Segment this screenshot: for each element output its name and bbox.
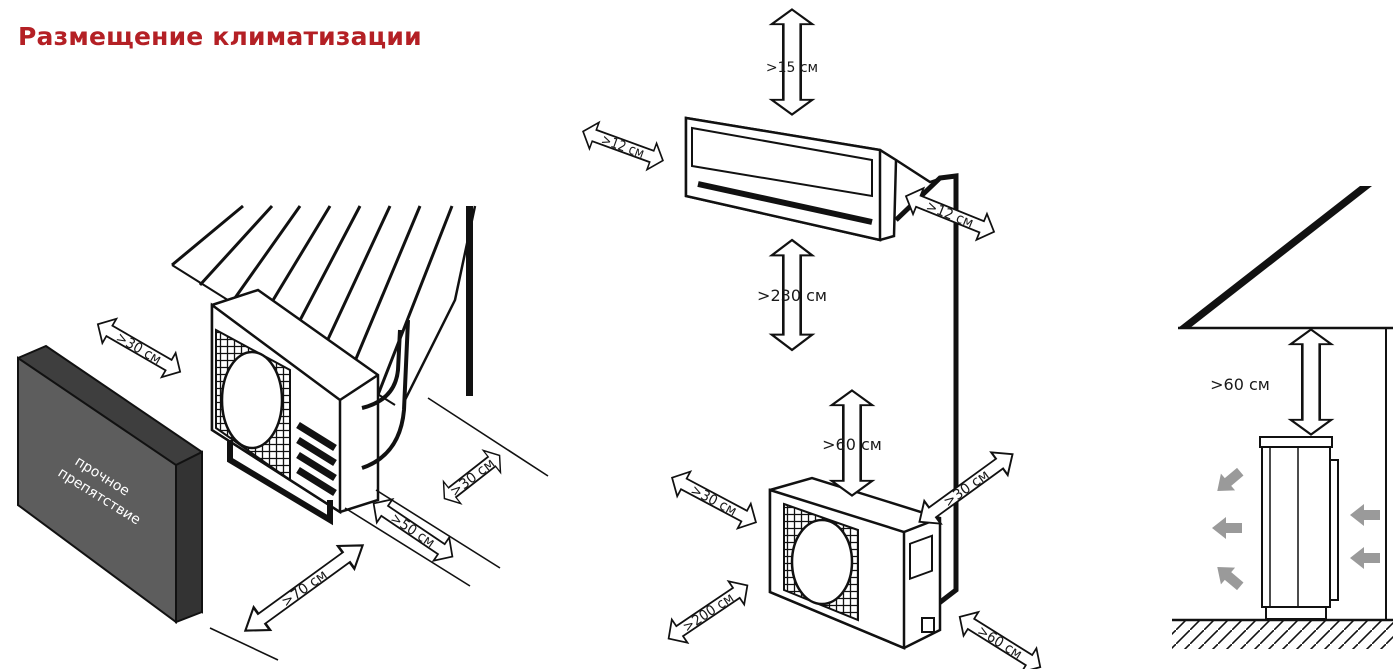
obstacle-icon: прочное препятствие: [17, 344, 203, 624]
outdoor-unit-side-icon: [1259, 436, 1339, 620]
airflow-arrows: [1212, 467, 1380, 591]
clearance-label: >200 см: [680, 590, 737, 636]
clearance-arrow-unit-top: [1289, 328, 1333, 436]
clearance-label: >60 см: [822, 435, 882, 454]
clearance-label: >60 см: [974, 623, 1025, 663]
airflow-out-icon: [1217, 467, 1244, 491]
clearance-label: >30 см: [113, 329, 164, 368]
clearance-arrow-outdoor-front-left: >200 см: [659, 572, 757, 652]
clearance-arrow-outdoor-front-right: >60 см: [951, 604, 1049, 669]
left-scene: прочное препятствие >30 см >30 см >50 см…: [17, 204, 549, 661]
clearance-label: >12 см: [599, 132, 646, 162]
page-title: Размещение климатизации: [18, 22, 422, 51]
roof-eave: [1178, 186, 1372, 328]
clearance-arrow-indoor-left: >12 см: [577, 117, 669, 175]
airflow-out-icon: [1217, 567, 1244, 591]
ground-hatch: [1172, 621, 1393, 649]
right-scene: >60 см: [1172, 186, 1393, 649]
airflow-in-icon: [1350, 547, 1380, 569]
clearance-label: >30 см: [941, 467, 993, 511]
clearance-label: >230 см: [757, 286, 827, 305]
clearance-label: >30 см: [447, 455, 498, 500]
clearance-label: >12 см: [924, 198, 976, 232]
outdoor-unit-icon: [210, 288, 410, 526]
clearance-label: >70 см: [279, 567, 331, 611]
clearance-arrow-obstacle: >30 см: [89, 311, 189, 385]
outdoor-unit-icon: [768, 476, 942, 650]
ground-lines: [209, 397, 549, 661]
clearance-arrow-indoor-right: >12 см: [899, 182, 1001, 246]
clearance-label: >15 см: [766, 60, 818, 76]
middle-scene: >15 см >230 см >12 см >12 см >60 см: [577, 8, 1049, 669]
clearance-label: >30 см: [688, 482, 739, 520]
clearance-label: >60 см: [1210, 375, 1270, 394]
clearance-arrow-right: >30 см: [434, 443, 510, 511]
clearance-arrow-front-far: >70 см: [235, 532, 373, 644]
airflow-out-icon: [1212, 517, 1242, 539]
clearance-arrow-outdoor-right-top: >30 см: [910, 441, 1022, 535]
clearance-label: >50 см: [387, 510, 437, 551]
indoor-unit-icon: [684, 116, 949, 242]
wall-post: [466, 206, 473, 396]
refrigerant-pipe: [894, 173, 959, 612]
clearance-arrow-outdoor-left: >30 см: [664, 464, 764, 536]
airflow-in-icon: [1350, 504, 1380, 526]
